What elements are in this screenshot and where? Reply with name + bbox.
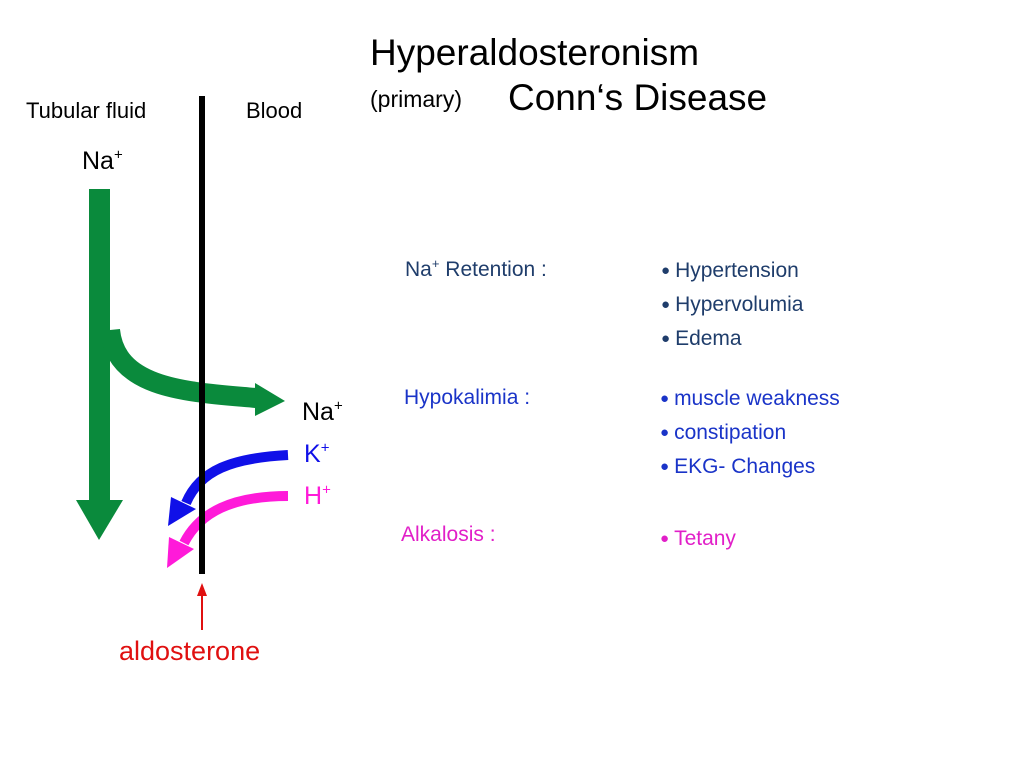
hypokalimia-heading: Hypokalimia :	[404, 386, 531, 409]
bullet-icon: ●	[661, 296, 671, 313]
bullet-icon: ●	[661, 262, 671, 279]
aldosterone-label: aldosterone	[119, 636, 261, 666]
na-ion-tubular-label: Na+	[82, 146, 123, 175]
bullet-icon: ●	[661, 330, 671, 347]
page-subtitle-qualifier: (primary)	[370, 86, 462, 112]
h-ion-label: H+	[304, 481, 331, 510]
list-item: ●Tetany	[660, 522, 736, 556]
list-item: ●EKG- Changes	[660, 450, 840, 484]
tubular-fluid-label: Tubular fluid	[26, 98, 147, 123]
blood-label: Blood	[246, 98, 303, 123]
na-retention-list: ●Hypertension ●Hypervolumia ●Edema	[661, 254, 803, 356]
bullet-icon: ●	[660, 530, 670, 547]
na-reabsorption-arrow	[100, 328, 285, 416]
page-subtitle: Conn‘s Disease	[508, 77, 768, 118]
list-item: ●Hypertension	[661, 254, 803, 288]
bullet-icon: ●	[660, 424, 670, 441]
alkalosis-heading: Alkalosis :	[401, 523, 496, 546]
alkalosis-list: ●Tetany	[660, 522, 736, 556]
aldosterone-arrow	[197, 583, 207, 630]
h-secretion-arrow	[167, 491, 289, 568]
list-item: ●Hypervolumia	[661, 288, 803, 322]
na-retention-heading: Na+ Retention :	[405, 256, 547, 281]
k-secretion-arrow	[168, 450, 289, 526]
page-title: Hyperaldosteronism	[370, 32, 700, 73]
bullet-icon: ●	[660, 458, 670, 475]
k-ion-label: K+	[304, 439, 330, 468]
bullet-icon: ●	[660, 390, 670, 407]
list-item: ●muscle weakness	[660, 382, 840, 416]
list-item: ●Edema	[661, 322, 803, 356]
na-ion-blood-label: Na+	[302, 397, 343, 426]
list-item: ●constipation	[660, 416, 840, 450]
hypokalimia-list: ●muscle weakness ●constipation ●EKG- Cha…	[660, 382, 840, 484]
na-tubular-arrow	[76, 189, 123, 540]
